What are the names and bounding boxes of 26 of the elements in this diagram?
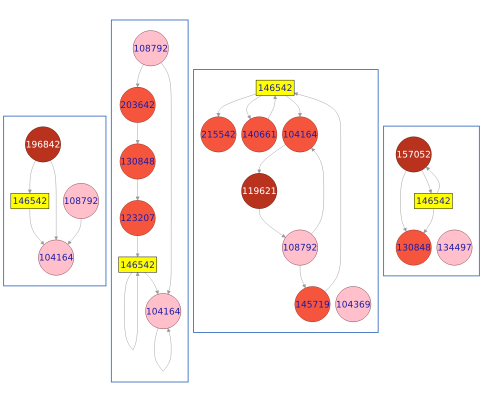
node-circle: 140661 — [241, 116, 278, 152]
node-circle: 104369 — [335, 286, 372, 322]
node-circle: 157052 — [396, 136, 432, 172]
cluster — [3, 116, 106, 286]
node-circle: 145719 — [294, 286, 330, 322]
node-circle: 119621 — [241, 173, 278, 209]
node-circle: 108792 — [132, 30, 169, 66]
node-circle: 134497 — [436, 230, 472, 266]
node-circle: 123207 — [120, 200, 156, 236]
node-circle: 215542 — [200, 116, 236, 152]
cluster — [110, 20, 189, 382]
node-circle: 130848 — [120, 144, 156, 180]
cluster — [193, 69, 379, 333]
node-circle: 203642 — [120, 86, 156, 123]
node-box: 146542 — [10, 193, 50, 209]
node-circle: 104164 — [282, 116, 318, 152]
node-circle: 108792 — [63, 183, 99, 219]
node-circle: 108792 — [282, 230, 318, 266]
node-circle: 196842 — [25, 126, 61, 162]
node-circle: 104164 — [145, 293, 182, 330]
node-box: 146542 — [414, 193, 453, 209]
node-circle: 130848 — [396, 230, 432, 266]
node-box: 146542 — [118, 256, 157, 273]
cluster — [383, 126, 480, 276]
node-circle: 104164 — [38, 240, 74, 276]
node-box: 146542 — [256, 80, 294, 96]
